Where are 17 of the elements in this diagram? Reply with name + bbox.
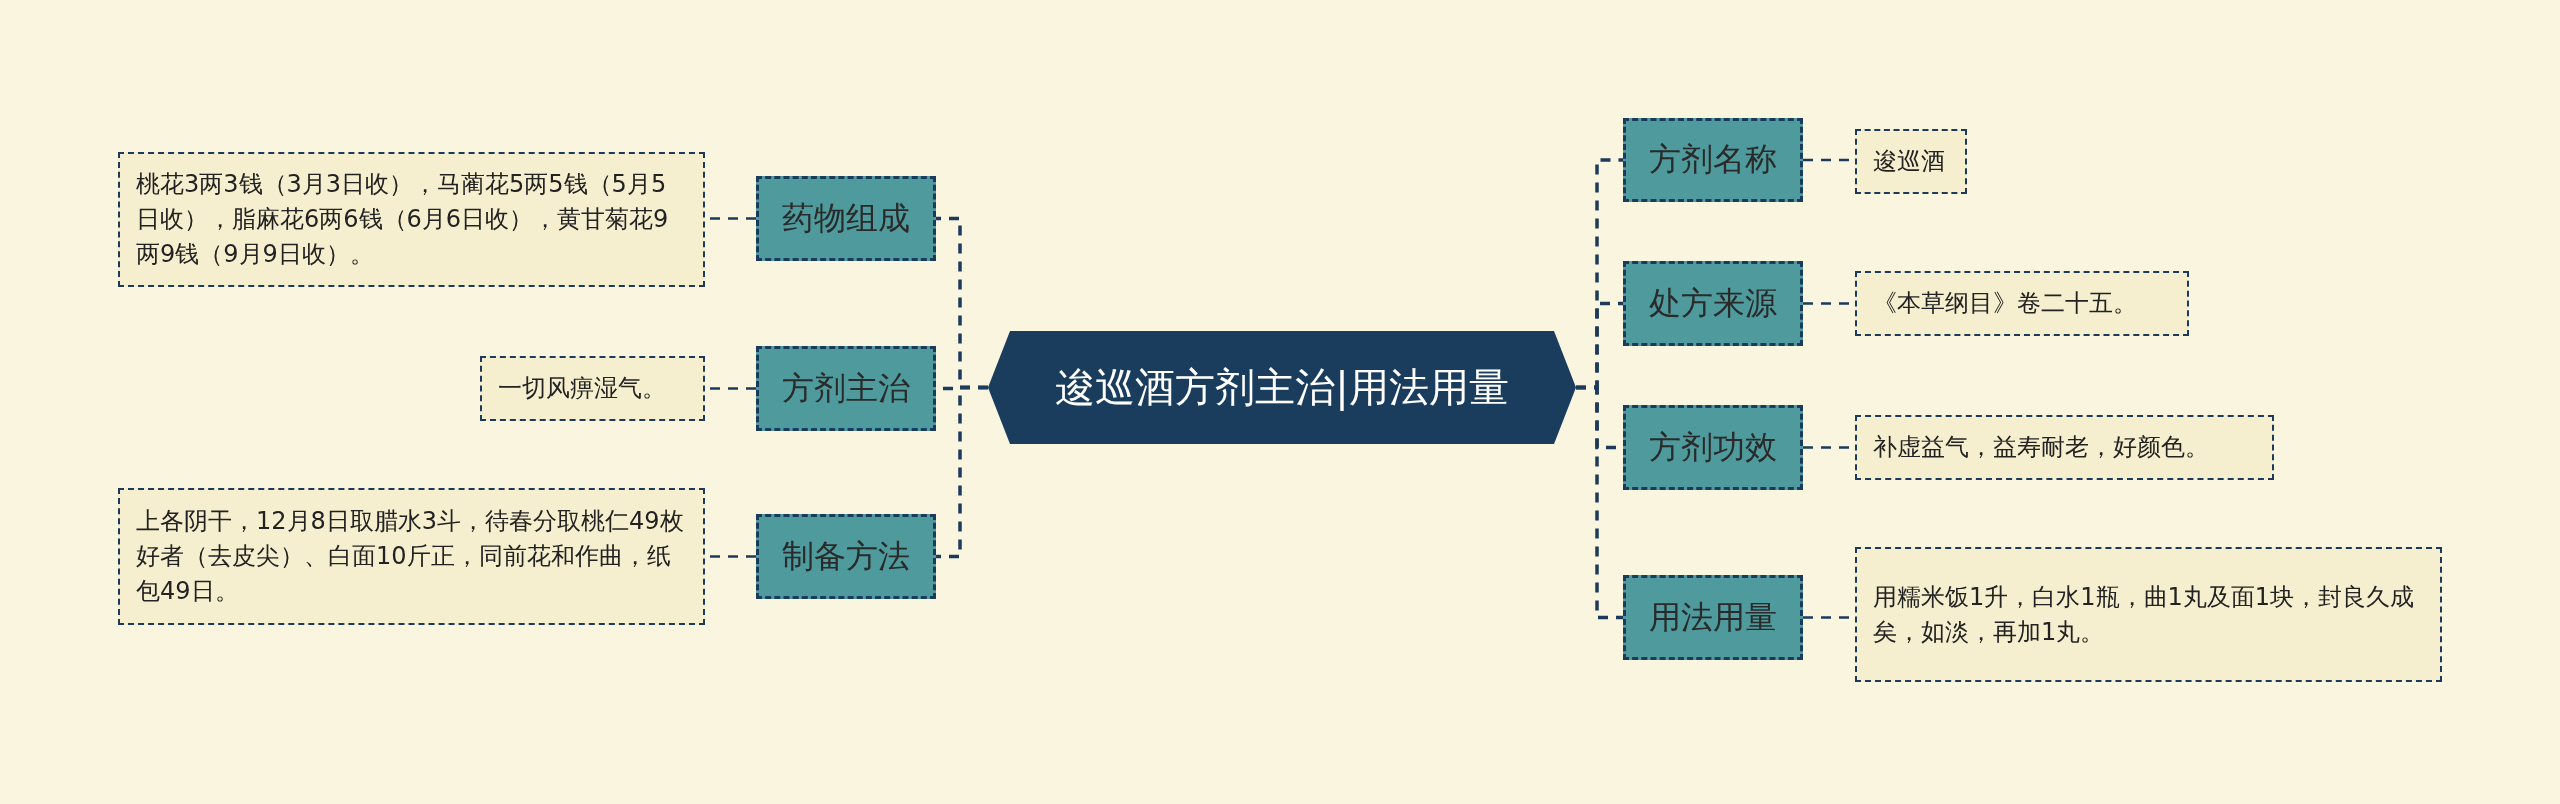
topic-box: 药物组成 <box>756 176 936 261</box>
central-topic-hexagon: 逡巡酒方剂主治|用法用量 <box>988 331 1576 444</box>
topic-box: 处方来源 <box>1623 261 1803 346</box>
note-box: 补虚益气，益寿耐老，好颜色。 <box>1855 415 2274 480</box>
topic-box: 方剂名称 <box>1623 118 1803 202</box>
topic-box: 制备方法 <box>756 514 936 599</box>
topic-box: 方剂主治 <box>756 346 936 431</box>
note-box: 《本草纲目》卷二十五。 <box>1855 271 2189 336</box>
note-box: 逡巡酒 <box>1855 129 1967 194</box>
connector-line <box>1576 385 1623 620</box>
note-box: 桃花3两3钱（3月3日收），马蔺花5两5钱（5月5日收），脂麻花6两6钱（6月6日收），黄甘菊花9两9钱（9月9日收）。 <box>118 152 705 287</box>
connector-line <box>936 385 988 559</box>
topic-box: 用法用量 <box>1623 575 1803 660</box>
topic-box: 方剂功效 <box>1623 405 1803 490</box>
note-box: 上各阴干，12月8日取腊水3斗，待春分取桃仁49枚好者（去皮尖）、白面10斤正，同前花和作曲，纸包49日。 <box>118 488 705 625</box>
note-box: 一切风痹湿气。 <box>480 356 705 421</box>
note-box: 用糯米饭1升，白水1瓶，曲1丸及面1块，封良久成矣，如淡，再加1丸。 <box>1855 547 2442 682</box>
